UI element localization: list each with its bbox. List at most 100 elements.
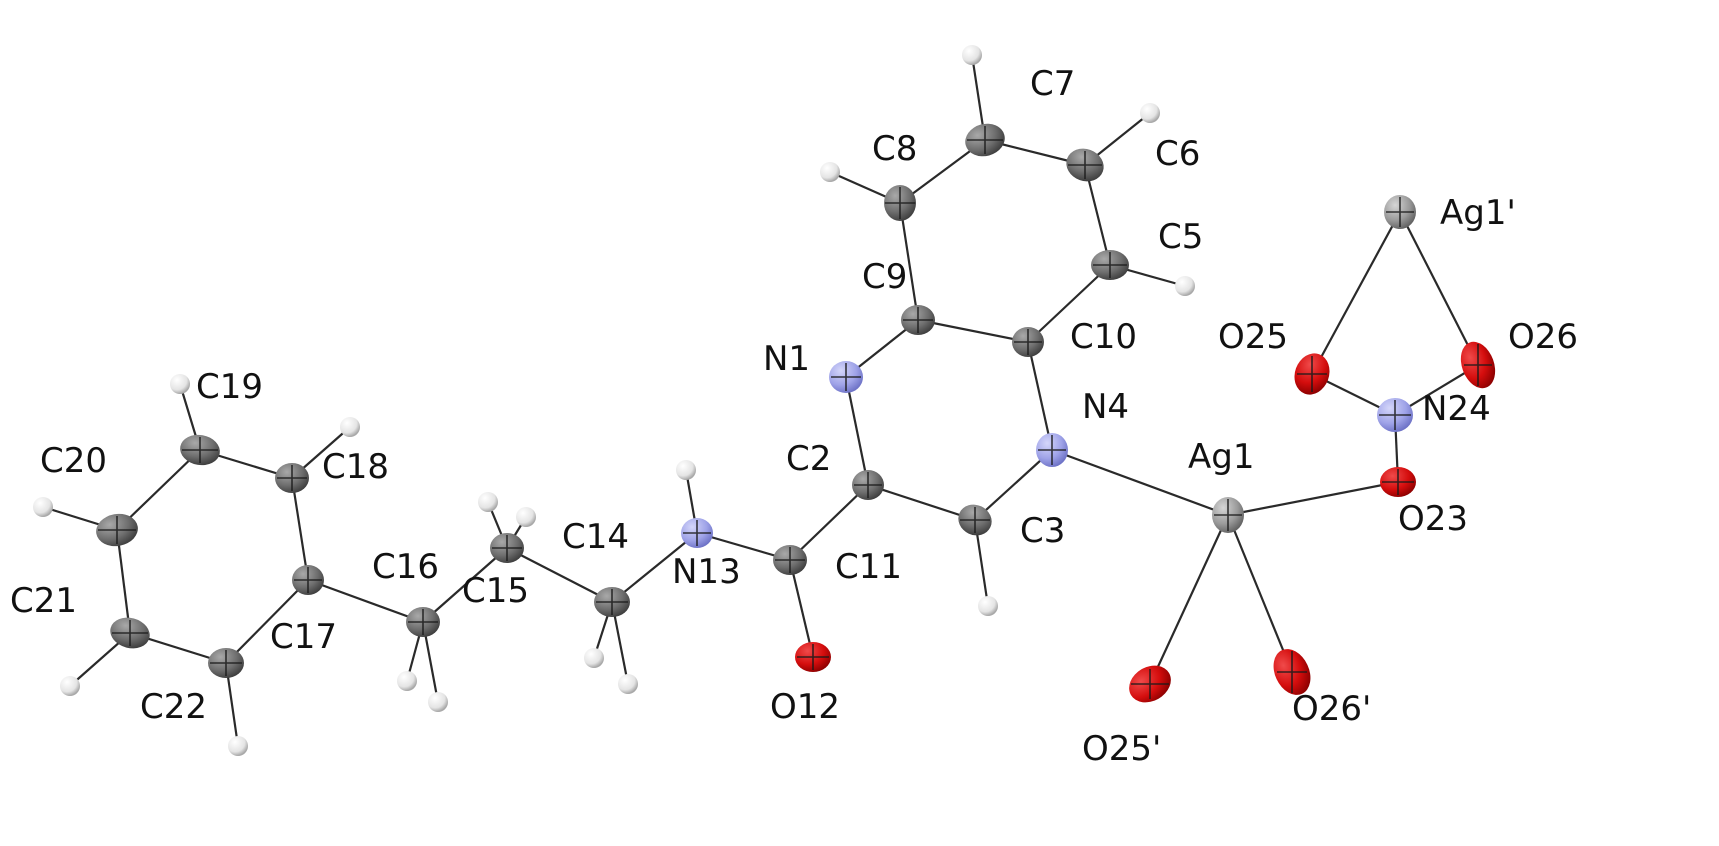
hydrogen-atom [228, 736, 248, 756]
atom-c21 [110, 617, 150, 649]
bond-c2-c3 [867, 483, 976, 522]
hydrogen-atom [478, 492, 498, 512]
label-ag1: Ag1 [1188, 437, 1254, 477]
atom-c22 [208, 648, 244, 678]
atom-o25 [1294, 353, 1330, 395]
bond-n4-ag1 [1051, 448, 1229, 517]
heavy-atoms [96, 123, 1496, 703]
label-c16: C16 [372, 547, 439, 587]
hydrogen-atom [170, 374, 190, 394]
label-c21: C21 [10, 581, 77, 621]
atom-o12 [795, 642, 831, 672]
atom-c10 [1012, 327, 1044, 357]
bond-c17-c18 [290, 477, 310, 581]
hydrogen-atom [584, 648, 604, 668]
bond-c9-c8 [898, 202, 920, 321]
atom-o25p [1129, 665, 1171, 703]
bond-c2-c11 [789, 484, 869, 561]
atom-n13 [681, 518, 713, 548]
atom-n1 [829, 361, 863, 393]
label-o12: O12 [770, 687, 840, 727]
atom-c20 [96, 513, 138, 547]
hydrogen-atom [428, 692, 448, 712]
atom-o26p [1273, 649, 1311, 695]
label-c17: C17 [270, 617, 337, 657]
label-o25p: O25' [1082, 729, 1161, 769]
hydrogen-atom [618, 674, 638, 694]
bond-ag1-o23 [1227, 480, 1399, 517]
hydrogen-atoms [33, 45, 1195, 756]
bond-c20-c21 [115, 529, 132, 634]
atom-n24 [1377, 398, 1413, 432]
atom-ag1-prime [1384, 195, 1416, 229]
atom-c8 [884, 185, 916, 221]
label-c11: C11 [835, 547, 902, 587]
label-c10: C10 [1070, 317, 1137, 357]
bond-n1-c2 [844, 376, 870, 486]
atom-c15 [490, 533, 524, 563]
bond-c19-c20 [116, 449, 201, 531]
bond-c5-c10 [1027, 264, 1111, 343]
label-n4: N4 [1082, 387, 1129, 427]
bond-c16-c17 [307, 578, 424, 624]
atom-c18 [275, 463, 309, 493]
bond-ag1-o25p [1149, 514, 1229, 685]
hydrogen-atom [962, 45, 982, 65]
atom-o26 [1460, 341, 1496, 389]
label-c6: C6 [1155, 134, 1200, 174]
bond-o26-ag1p [1399, 211, 1479, 366]
atom-c3 [958, 504, 992, 536]
bond-c15-c16 [422, 547, 508, 623]
atom-labels: C7 C8 C6 C5 C9 C10 N1 N4 C2 C3 C11 O12 N… [10, 64, 1578, 769]
label-o25: O25 [1218, 317, 1288, 357]
label-c22: C22 [140, 687, 207, 727]
hydrogen-atom [1140, 103, 1160, 123]
atom-c5 [1091, 250, 1129, 280]
label-o26: O26 [1508, 317, 1578, 357]
bond-c14-c15 [506, 547, 613, 603]
atom-c2 [852, 470, 884, 500]
bond-o25-ag1p [1311, 211, 1401, 375]
atom-ag1 [1212, 497, 1244, 533]
hydrogen-atom [397, 671, 417, 691]
label-c5: C5 [1158, 217, 1203, 257]
label-c20: C20 [40, 441, 107, 481]
bond-ag1-o26p [1226, 514, 1294, 673]
label-ag1-prime: Ag1' [1440, 193, 1516, 233]
label-c18: C18 [322, 447, 389, 487]
label-n1: N1 [763, 339, 810, 379]
label-n13: N13 [672, 552, 741, 592]
atom-c19 [180, 434, 220, 466]
atom-c16 [406, 607, 440, 637]
bond-c11-o12 [788, 559, 815, 658]
hydrogen-atom [978, 596, 998, 616]
atom-c17 [292, 565, 324, 595]
label-c8: C8 [872, 129, 917, 169]
label-c14: C14 [562, 517, 629, 557]
bond-n4-c10 [1026, 341, 1054, 451]
bond-c6-c5 [1083, 164, 1112, 266]
bond-n13-c14 [611, 532, 698, 603]
hydrogen-atom [340, 417, 360, 437]
label-c19: C19 [196, 367, 263, 407]
hydrogen-atom [676, 460, 696, 480]
hydrogen-atom [820, 162, 840, 182]
label-o23: O23 [1398, 499, 1468, 539]
hydrogen-atom [60, 676, 80, 696]
label-c9: C9 [862, 257, 907, 297]
atom-n4 [1036, 433, 1068, 467]
label-c15: C15 [462, 571, 529, 611]
label-c7: C7 [1030, 64, 1075, 104]
atom-c14 [594, 587, 630, 617]
label-n24: N24 [1422, 389, 1491, 429]
bond-c22-c17 [225, 579, 309, 664]
label-c2: C2 [786, 439, 831, 479]
label-o26p: O26' [1292, 689, 1371, 729]
hydrogen-atom [33, 497, 53, 517]
hydrogen-atom [1175, 276, 1195, 296]
bond-c3-n4 [974, 449, 1053, 521]
atom-c11 [773, 545, 807, 575]
atom-c9 [901, 305, 935, 335]
